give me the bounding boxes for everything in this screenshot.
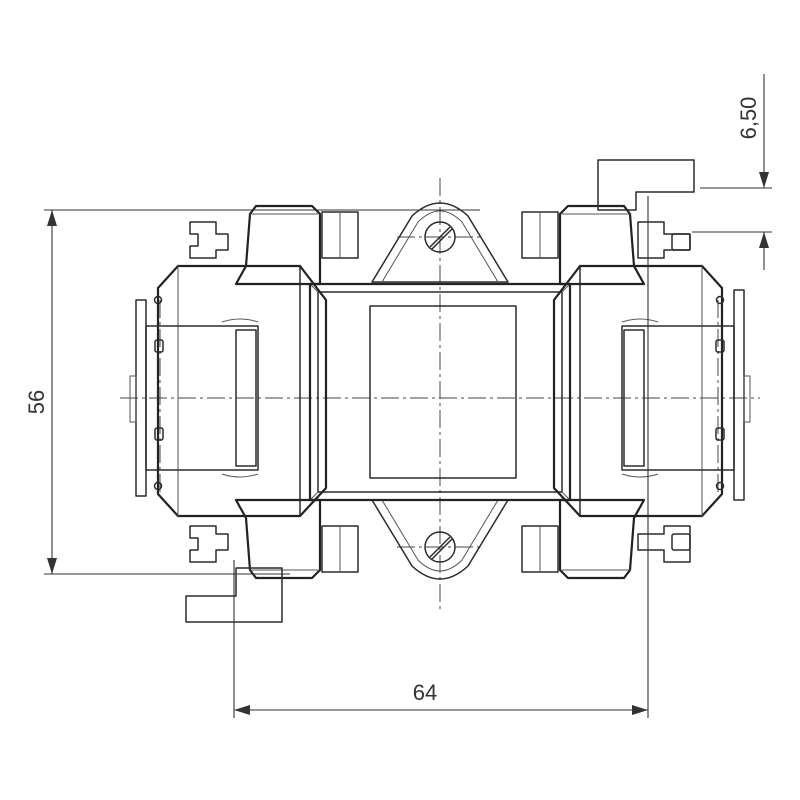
height-dimension: 56 — [24, 210, 57, 574]
left-terminals — [185, 211, 359, 623]
right-coil-block — [552, 204, 751, 580]
width-dimension: 64 — [234, 680, 648, 715]
bottom-mounting-lug — [371, 499, 509, 580]
right-terminals — [521, 159, 695, 573]
extension-lines — [44, 187, 772, 718]
offset-dimension: 6,50 — [736, 74, 769, 270]
offset-dimension-label: 6,50 — [736, 97, 761, 140]
width-dimension-label: 64 — [413, 680, 437, 705]
top-mounting-lug — [371, 202, 509, 283]
height-dimension-label: 56 — [24, 390, 49, 414]
left-coil-block — [129, 204, 328, 580]
